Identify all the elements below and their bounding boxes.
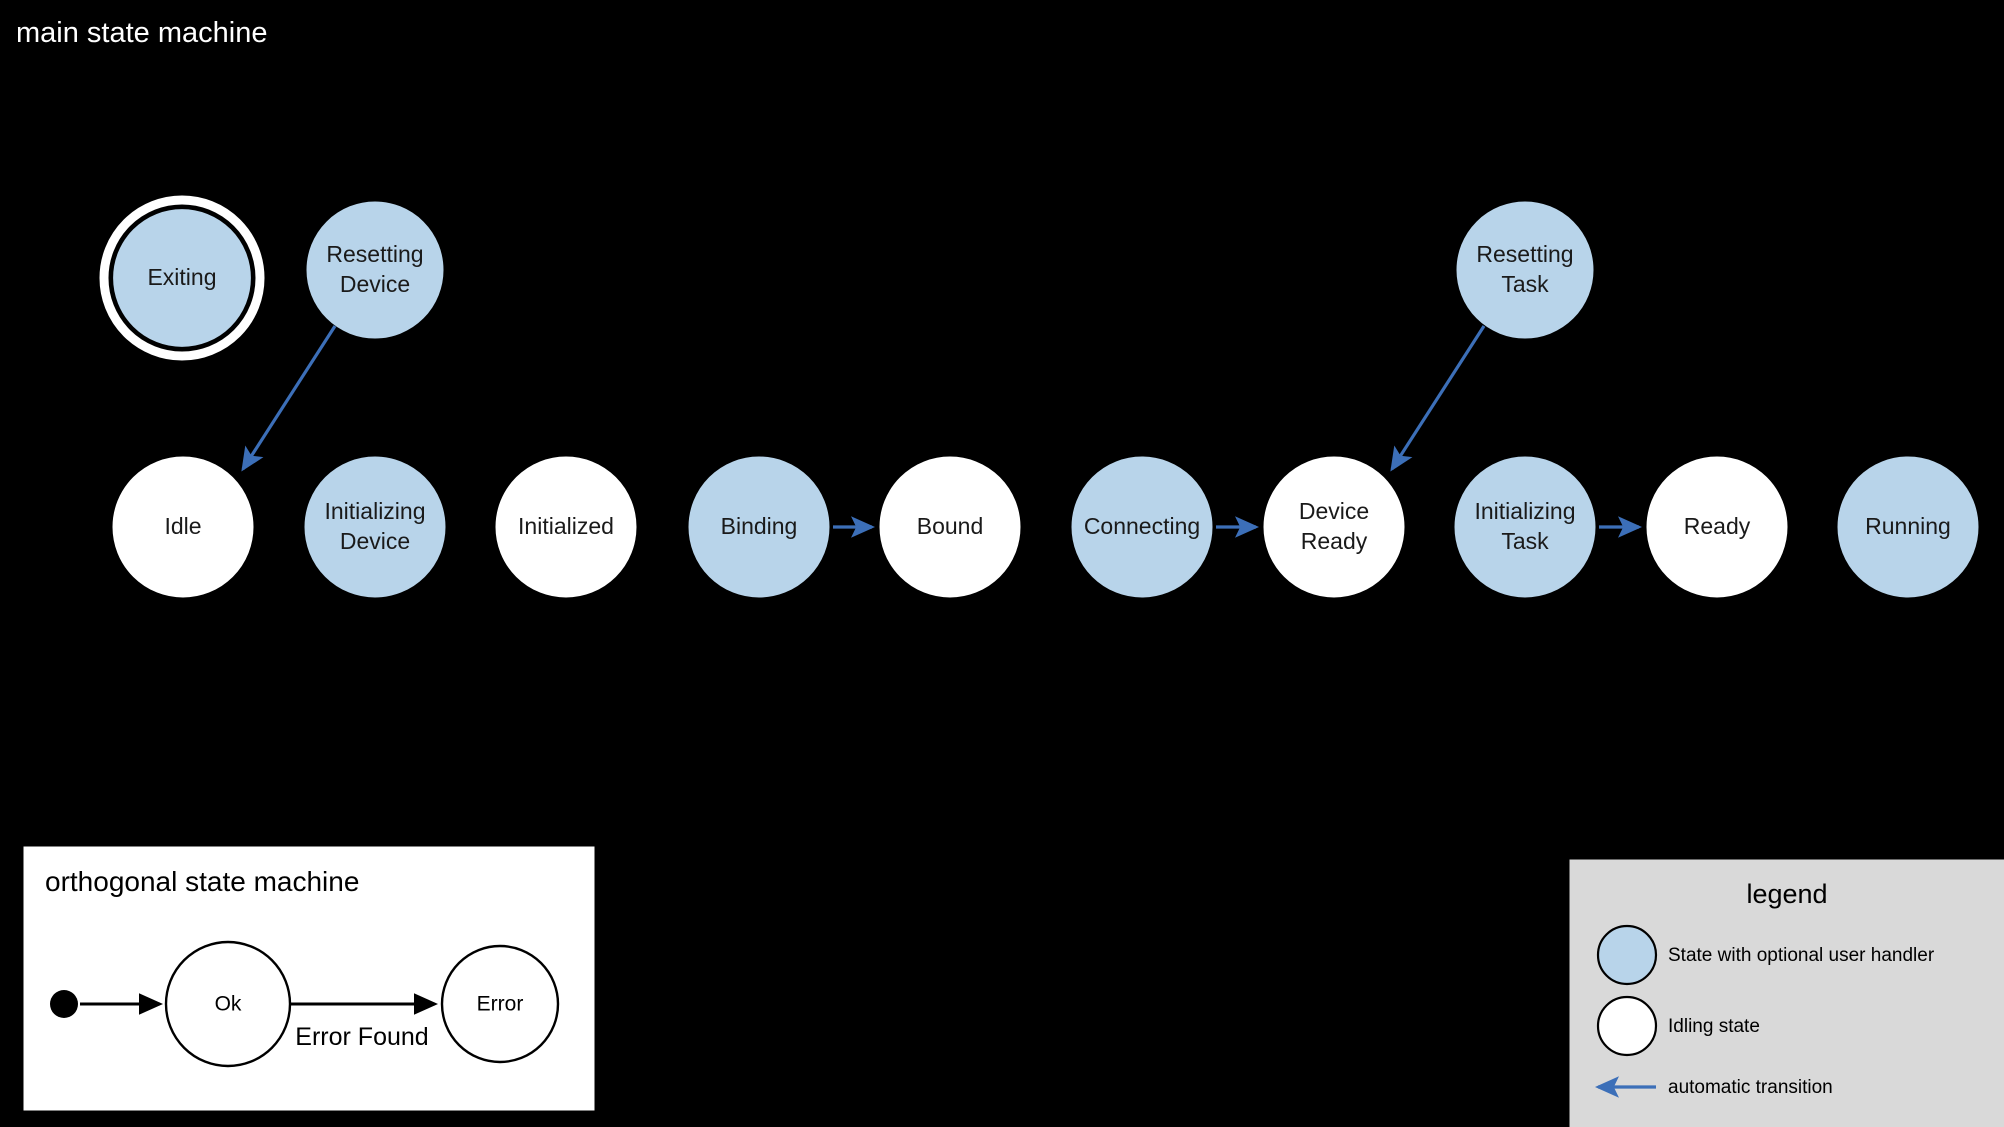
legend-panel: legend State with optional user handler … (1569, 859, 2004, 1127)
state-label: Error (477, 993, 524, 1016)
initial-state-dot[interactable] (50, 990, 78, 1018)
state-circle (306, 201, 444, 339)
state-label-line2: Task (1501, 271, 1549, 297)
state-label-line1: Device (1299, 498, 1369, 524)
state-label: Exiting (147, 264, 216, 290)
state-label: Ok (215, 993, 242, 1016)
state-label: Initialized (518, 513, 614, 539)
circle-blue-icon (1596, 924, 1658, 986)
state-circle (1263, 456, 1405, 598)
state-circle (1646, 456, 1788, 598)
state-circle (1456, 201, 1594, 339)
transition-resetting-device-to-idle[interactable] (241, 325, 337, 472)
state-circle (1837, 456, 1979, 598)
state-label-line1: Resetting (1476, 241, 1573, 267)
state-circle (879, 456, 1021, 598)
state-node-device-ready[interactable]: Device Ready (1263, 456, 1405, 598)
state-label-line1: Initializing (1475, 498, 1576, 524)
state-label-line1: Resetting (326, 241, 423, 267)
state-label: Binding (721, 513, 798, 539)
state-node-connecting[interactable]: Connecting (1071, 456, 1213, 598)
state-node-initialized[interactable]: Initialized (495, 456, 637, 598)
state-node-initializing-device[interactable]: Initializing Device (304, 456, 446, 598)
state-node-resetting-device[interactable]: Resetting Device (306, 201, 444, 339)
state-circle (110, 206, 254, 350)
transition-ok-to-error-label: Error Found (295, 1023, 428, 1051)
final-state-outer-ring (99, 195, 265, 361)
state-circle (495, 456, 637, 598)
legend-item-label: Idling state (1668, 1016, 1760, 1037)
state-label-line2: Device (340, 271, 410, 297)
state-circle (112, 456, 254, 598)
transition-resetting-task-to-device-ready[interactable] (1390, 325, 1486, 472)
orthogonal-state-machine-panel: orthogonal state machine Ok Error Found … (23, 846, 595, 1111)
state-node-binding[interactable]: Binding (688, 456, 830, 598)
state-circle (440, 944, 560, 1064)
state-circle (304, 456, 446, 598)
legend-item-auto-transition: automatic transition (1595, 1076, 1833, 1098)
state-circle (688, 456, 830, 598)
legend-item-handler-state: State with optional user handler (1596, 924, 1935, 986)
state-label: Ready (1684, 513, 1751, 539)
circle-white-icon (1596, 995, 1658, 1057)
state-node-idle[interactable]: Idle (112, 456, 254, 598)
state-node-exiting[interactable]: Exiting (99, 195, 265, 361)
legend-background (1569, 859, 2004, 1127)
state-node-bound[interactable]: Bound (879, 456, 1021, 598)
state-label: Bound (917, 513, 984, 539)
transitions-layer (241, 325, 1642, 538)
ortho-state-node-error[interactable]: Error (440, 944, 560, 1064)
state-circle (1454, 456, 1596, 598)
state-node-initializing-task[interactable]: Initializing Task (1454, 456, 1596, 598)
state-circle (1071, 456, 1213, 598)
legend-item-label: State with optional user handler (1668, 945, 1935, 966)
state-label: Idle (164, 513, 201, 539)
state-node-ready[interactable]: Ready (1646, 456, 1788, 598)
legend-item-label: automatic transition (1668, 1077, 1833, 1098)
state-node-running[interactable]: Running (1837, 456, 1979, 598)
state-label-line1: Initializing (325, 498, 426, 524)
ortho-state-node-ok[interactable]: Ok (164, 940, 292, 1068)
state-label-line2: Ready (1301, 528, 1368, 554)
panel-title: orthogonal state machine (45, 866, 359, 897)
legend-title: legend (1746, 879, 1827, 909)
state-label-line2: Task (1501, 528, 1549, 554)
page-title: main state machine (16, 17, 267, 49)
state-node-resetting-task[interactable]: Resetting Task (1456, 201, 1594, 339)
state-label: Connecting (1084, 513, 1200, 539)
state-label: Running (1865, 513, 1951, 539)
legend-item-idling-state: Idling state (1596, 995, 1760, 1057)
state-label-line2: Device (340, 528, 410, 554)
